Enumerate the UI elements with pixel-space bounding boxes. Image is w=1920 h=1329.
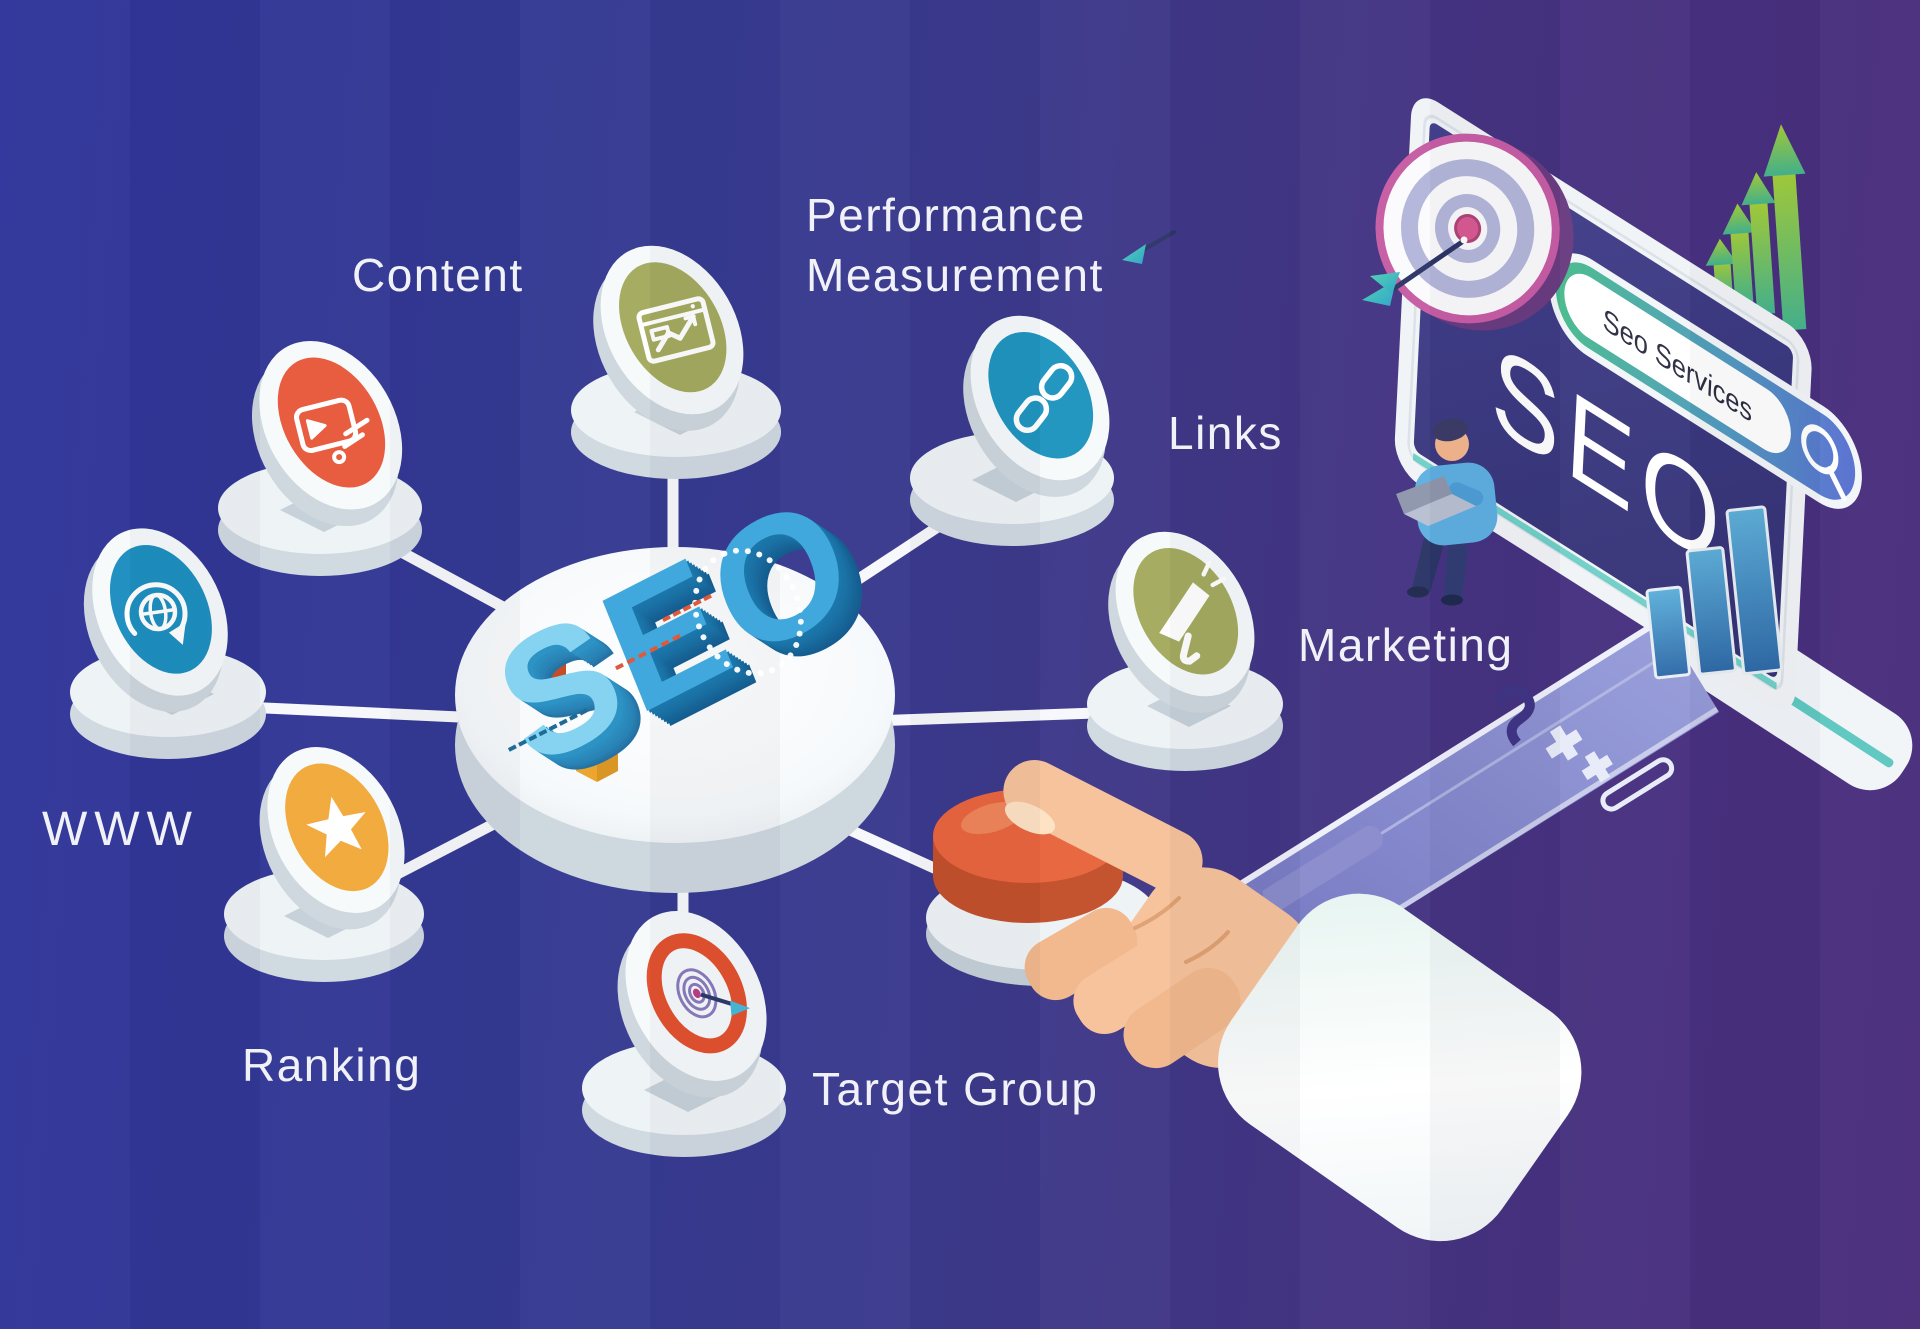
star-icon: [306, 796, 366, 858]
node-ranking: [224, 747, 424, 982]
yellow-cube: [576, 730, 618, 782]
node-performance: [571, 245, 781, 479]
road-squiggle-cutout: [1494, 685, 1535, 747]
label-target-group: Target Group: [812, 1063, 1099, 1115]
label-content: Content: [352, 249, 524, 301]
links-disc-face: [988, 332, 1094, 459]
node-www: [70, 528, 266, 759]
performance-disc-face: [619, 262, 727, 393]
www-disc-face: [109, 544, 212, 674]
analytics-window-icon: [636, 296, 716, 364]
laptop-screen: [1396, 476, 1452, 514]
person-with-laptop: [1396, 418, 1498, 606]
hand-pressing-button: [1003, 760, 1582, 1242]
magnifier-icon: [1801, 424, 1847, 502]
chain-link-icon: [1013, 362, 1075, 434]
road-capsule-cutout: [1600, 757, 1675, 812]
dart-in-bullseye-icon: [1362, 236, 1468, 306]
hub-platform: [455, 547, 895, 893]
dartboard-outer-ring: [646, 933, 747, 1054]
sleeve-cuff: [1218, 893, 1582, 1242]
node-content: [218, 341, 422, 576]
seo-monitor-scene: SEO Seo Services: [1118, 98, 1913, 1051]
person-hair: [1432, 418, 1468, 442]
content-disc-face: [277, 357, 386, 488]
orange-cube: [524, 640, 566, 692]
video-card-icon: [293, 397, 370, 465]
fingertip-highlight: [1004, 801, 1056, 835]
hand-index-finger: [1003, 760, 1203, 892]
label-ranking: Ranking: [242, 1039, 422, 1091]
hand-curled-finger: [1024, 907, 1138, 1001]
hand-curled-finger: [1123, 967, 1241, 1069]
megaphone-icon: [1159, 561, 1227, 665]
target-board-icon: [1375, 133, 1574, 331]
node-marketing: [1087, 531, 1283, 771]
node-links: [910, 315, 1114, 546]
hand-curled-finger: [1073, 937, 1189, 1035]
dartboard-icon: [676, 968, 718, 1019]
laptop-keyboard: [1404, 494, 1476, 526]
globe-orbit-icon: [124, 582, 188, 645]
bar-chart-icon: [1645, 505, 1783, 680]
road-plus-cutouts: [1545, 725, 1613, 783]
label-performance-line2: Measurement: [806, 249, 1104, 301]
label-www: WWW: [42, 803, 199, 856]
flying-dart-icon: [1122, 230, 1176, 264]
label-marketing: Marketing: [1298, 619, 1514, 671]
node-target-group: [582, 911, 786, 1157]
label-performance-line1: Performance: [806, 189, 1086, 241]
label-links: Links: [1168, 407, 1283, 459]
